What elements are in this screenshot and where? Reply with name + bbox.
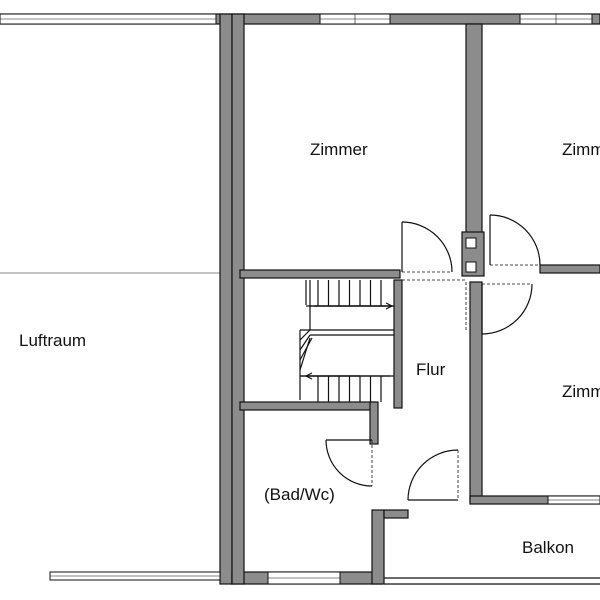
door-zimm-top bbox=[489, 214, 541, 266]
door-zimm-bottom bbox=[481, 283, 533, 335]
stair-tread bbox=[299, 334, 311, 351]
zimmer-top-window bbox=[319, 13, 391, 25]
staircase bbox=[299, 280, 394, 402]
room-label-luftraum: Luftraum bbox=[19, 331, 86, 350]
bathroom-window bbox=[267, 571, 341, 585]
zimm-top-window bbox=[519, 13, 593, 25]
room-label-flur: Flur bbox=[416, 360, 446, 379]
stair-tread bbox=[299, 329, 311, 341]
room-label-bad: (Bad/Wc) bbox=[264, 485, 335, 504]
chimney-flue bbox=[465, 261, 477, 273]
top-left-window bbox=[0, 13, 217, 25]
balcony-window bbox=[547, 495, 600, 505]
stair-arrow-up-head bbox=[385, 302, 393, 307]
stair-arrow-down-head bbox=[305, 375, 313, 380]
room-label-zimmer: Zimmer bbox=[310, 140, 368, 159]
flur-openings bbox=[402, 248, 467, 330]
chimney-flue bbox=[465, 237, 477, 249]
bottom-left-window bbox=[49, 571, 221, 581]
door-balkon bbox=[407, 449, 459, 501]
balcony-railing bbox=[384, 577, 600, 585]
stair-tread bbox=[299, 337, 311, 371]
room-label-zimm-top: Zimm bbox=[562, 140, 600, 159]
stair-arrow-up-head bbox=[385, 305, 393, 310]
room-label-zimm-bottom: Zimm bbox=[562, 382, 600, 401]
door-bad bbox=[325, 439, 373, 487]
room-label-balkon: Balkon bbox=[522, 538, 574, 557]
stair-arrow-down-head bbox=[305, 372, 313, 377]
door-zimmer bbox=[401, 221, 453, 273]
